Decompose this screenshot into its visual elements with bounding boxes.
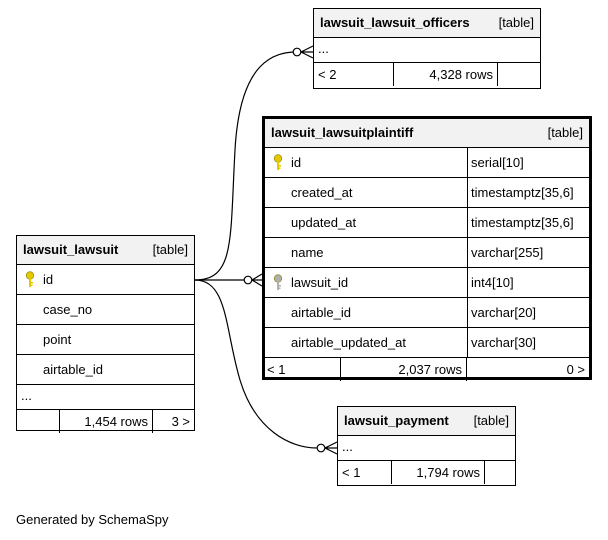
table-name[interactable]: lawsuit_lawsuit_officers (320, 15, 470, 30)
column-name: airtable_updated_at (291, 335, 406, 350)
primary-key-icon (273, 154, 283, 172)
column-name: name (291, 245, 324, 260)
table-header: lawsuit_lawsuit [table] (17, 236, 194, 265)
column-row[interactable]: created_at timestamptz[35,6] (265, 178, 589, 208)
column-name: lawsuit_id (291, 275, 349, 290)
row-count-cell: 1,454 rows (60, 410, 153, 433)
column-type: varchar[30] (471, 335, 537, 350)
row-count-cell: 2,037 rows (341, 358, 467, 381)
parents-cell[interactable]: < 1 (338, 461, 392, 484)
column-row[interactable]: case_no (17, 295, 194, 325)
edge-plaintiff-crowfoot (251, 273, 263, 287)
children-cell[interactable]: 3 > (171, 414, 190, 429)
more-columns: ... (314, 38, 540, 63)
column-row[interactable]: updated_at timestamptz[35,6] (265, 208, 589, 238)
table-type: [table] (152, 242, 188, 257)
table-footer: < 2 4,328 rows (314, 63, 540, 86)
edge-lawsuit-to-officers (194, 51, 298, 281)
row-count-cell: 4,328 rows (394, 63, 498, 86)
column-divider (467, 178, 468, 207)
table-header: lawsuit_payment [table] (338, 407, 515, 436)
table-lawsuit-lawsuit-officers[interactable]: lawsuit_lawsuit_officers [table] ... < 2… (313, 8, 541, 89)
column-row[interactable]: airtable_updated_at varchar[30] (265, 328, 589, 358)
children-cell[interactable] (498, 63, 540, 86)
more-columns: ... (17, 385, 194, 410)
generated-by-credit: Generated by SchemaSpy (16, 512, 169, 527)
foreign-key-icon (273, 274, 283, 292)
table-header: lawsuit_lawsuitplaintiff [table] (265, 119, 589, 148)
column-type: int4[10] (471, 275, 514, 290)
column-row[interactable]: name varchar[255] (265, 238, 589, 268)
edge-plaintiff-optional-marker (243, 275, 253, 285)
table-name[interactable]: lawsuit_lawsuit (23, 242, 119, 257)
column-divider (467, 268, 468, 297)
edge-lawsuit-to-payment (194, 279, 318, 449)
more-columns: ... (338, 436, 515, 461)
column-name: point (43, 332, 72, 347)
edge-officers-crowfoot (300, 45, 314, 59)
table-type: [table] (547, 125, 583, 140)
column-type: timestamptz[35,6] (471, 185, 574, 200)
column-divider (467, 298, 468, 327)
column-row[interactable]: airtable_id varchar[20] (265, 298, 589, 328)
edge-payment-crowfoot (324, 441, 338, 455)
column-divider (467, 208, 468, 237)
column-divider (467, 328, 468, 357)
column-divider (467, 148, 468, 177)
edge-officers-optional-marker (292, 47, 302, 57)
parents-cell[interactable] (17, 410, 60, 433)
column-row[interactable]: lawsuit_id int4[10] (265, 268, 589, 298)
column-type: timestamptz[35,6] (471, 215, 574, 230)
edge-payment-optional-marker (316, 443, 326, 453)
parents-cell[interactable]: < 2 (314, 63, 394, 86)
table-footer: 1,454 rows 3 > (17, 410, 194, 433)
table-name[interactable]: lawsuit_lawsuitplaintiff (271, 125, 414, 140)
column-name: updated_at (291, 215, 357, 230)
column-divider (467, 238, 468, 267)
column-name: airtable_id (291, 305, 351, 320)
primary-key-icon (25, 271, 35, 289)
table-footer: < 1 1,794 rows (338, 461, 515, 484)
column-name: case_no (43, 302, 93, 317)
column-type: serial[10] (471, 155, 524, 170)
table-header: lawsuit_lawsuit_officers [table] (314, 9, 540, 38)
table-lawsuit-payment[interactable]: lawsuit_payment [table] ... < 1 1,794 ro… (337, 406, 516, 486)
parents-cell[interactable]: < 1 (265, 358, 341, 381)
table-type: [table] (473, 413, 509, 428)
table-name[interactable]: lawsuit_payment (344, 413, 449, 428)
column-row[interactable]: point (17, 325, 194, 355)
column-type: varchar[20] (471, 305, 537, 320)
children-cell[interactable]: 0 > (566, 362, 585, 377)
table-lawsuit-lawsuitplaintiff[interactable]: lawsuit_lawsuitplaintiff [table] id seria… (262, 116, 592, 381)
column-row[interactable]: id (17, 265, 194, 295)
table-type: [table] (498, 15, 534, 30)
column-row[interactable]: airtable_id (17, 355, 194, 385)
children-cell[interactable] (485, 461, 515, 484)
column-name: id (43, 272, 54, 287)
table-footer: < 1 2,037 rows 0 > (265, 358, 589, 381)
column-type: varchar[255] (471, 245, 544, 260)
column-name: airtable_id (43, 362, 103, 377)
column-name: created_at (291, 185, 353, 200)
column-name: id (291, 155, 302, 170)
column-row[interactable]: id serial[10] (265, 148, 589, 178)
row-count-cell: 1,794 rows (392, 461, 485, 484)
